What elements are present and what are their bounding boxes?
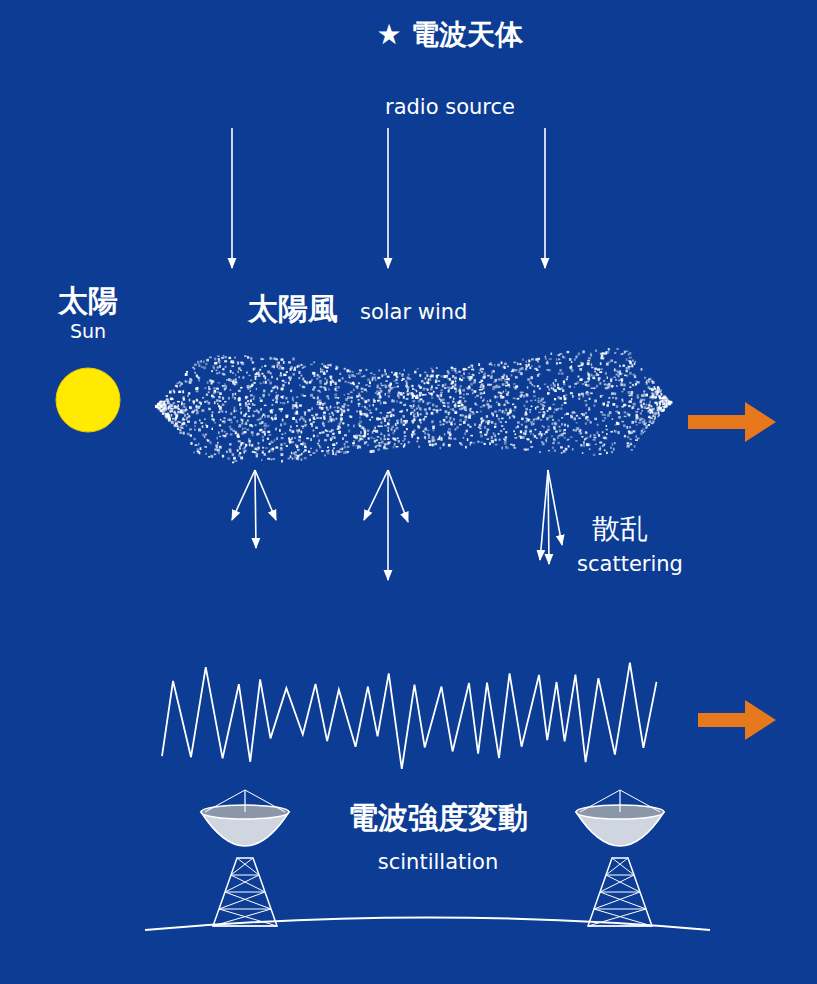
antenna [201,790,289,926]
source-title: ★ 電波天体 [377,18,524,52]
node-title-en: Sun [38,320,138,344]
scatter-subtitle: scattering [577,552,683,577]
scintillation-title: 電波強度変動 [348,800,528,836]
scintillation-subtitle: scintillation [378,850,498,875]
solar-wind-cloud: 太陽風 solar wind [150,290,675,470]
scintillation-waveform [162,663,657,769]
scatter-title: 散乱 [592,512,648,546]
antennas [201,790,664,926]
scatter-arrows [232,470,562,580]
sun-body: 太陽Sun [38,282,138,442]
node-title-ja: 太陽風 [248,290,338,328]
source-subtitle: radio source [385,95,515,120]
incoming-rays [232,128,545,268]
node-title-ja: 太陽 [38,282,138,320]
node-title-en: solar wind [360,299,467,325]
ground-line [145,918,710,931]
motion-arrows [688,402,776,740]
antenna [576,790,664,926]
